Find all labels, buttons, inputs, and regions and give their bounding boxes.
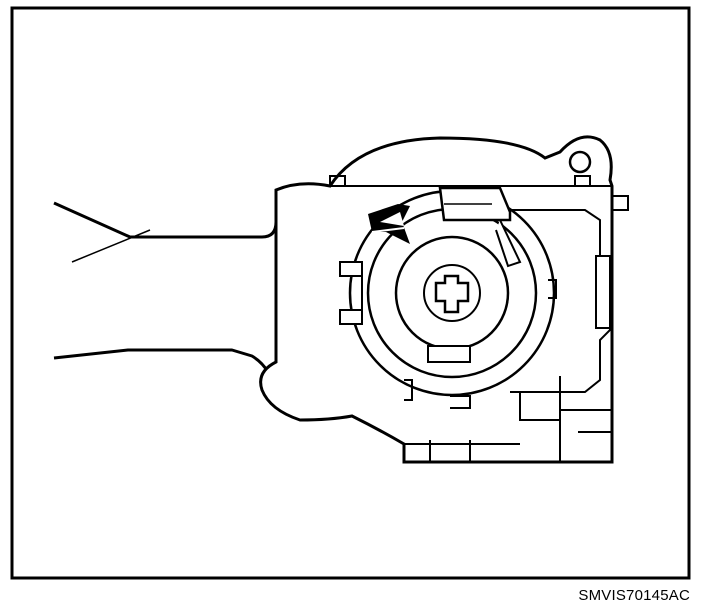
side-housing: [404, 195, 629, 462]
diagram-frame: [10, 6, 691, 580]
direction-arrow: [368, 204, 410, 244]
figure-reference-code: SMVIS70145AC: [578, 587, 690, 604]
keyed-center-hole: [434, 274, 470, 314]
